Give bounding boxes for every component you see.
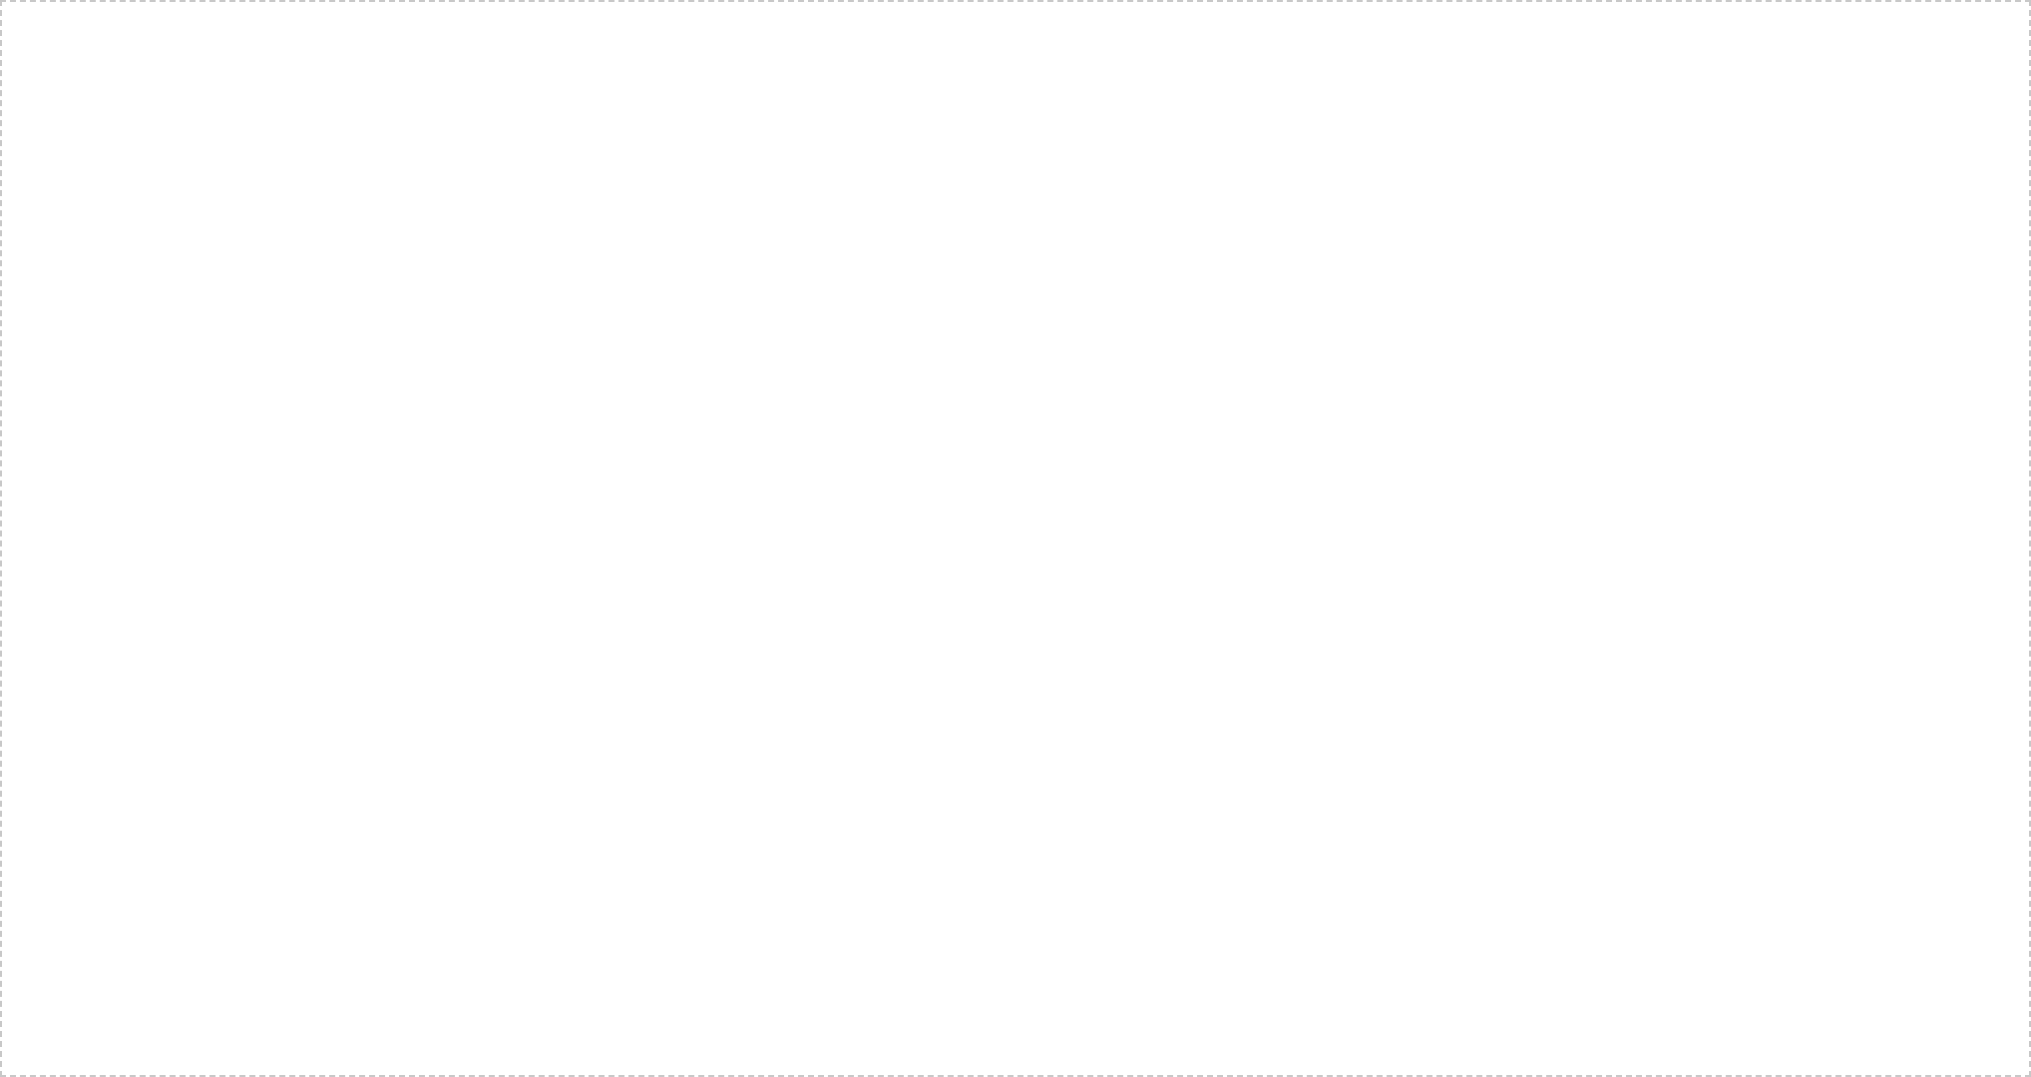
empty-canvas [0,0,2031,1077]
